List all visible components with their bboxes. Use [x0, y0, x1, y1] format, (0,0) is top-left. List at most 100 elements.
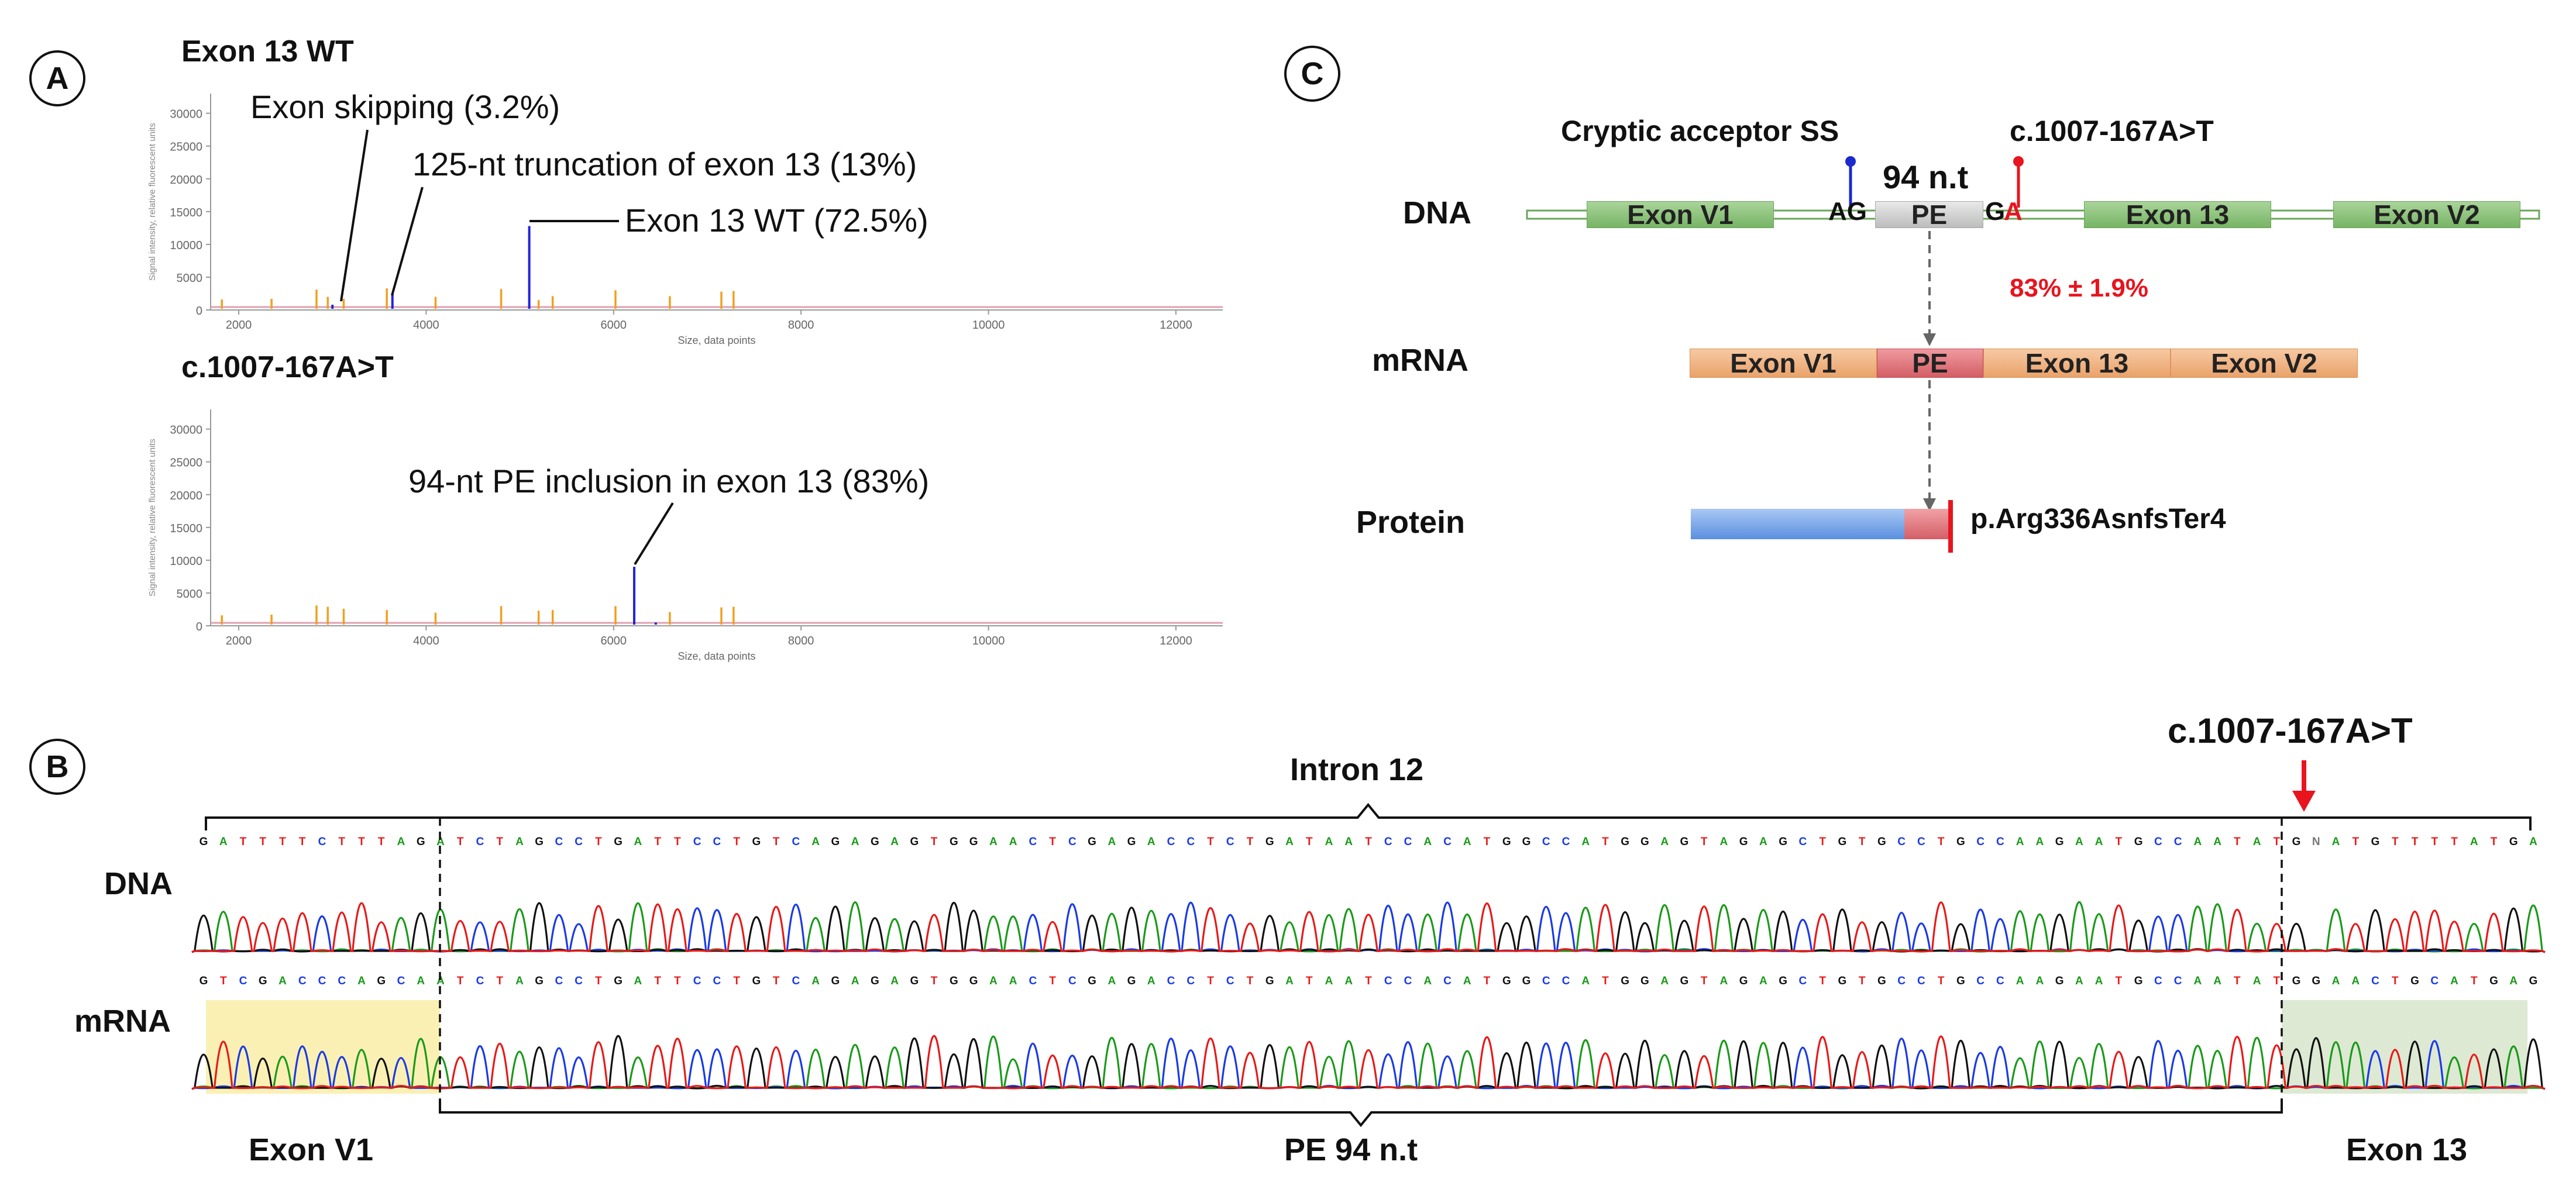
dna-base-letter: A: [2095, 836, 2103, 848]
mrna-base-letter: T: [1938, 975, 1945, 987]
mrna-base-letter: G: [831, 975, 840, 987]
mrna-base-letter: A: [2351, 975, 2360, 987]
mrna-base-letter: A: [417, 975, 425, 987]
mrna-base-letter: C: [713, 975, 721, 987]
dna-backbone: [1526, 209, 2540, 220]
mrna-base-letter: C: [1186, 975, 1195, 987]
dna-base-letter: T: [338, 836, 345, 848]
dna-base-letter: G: [417, 836, 425, 848]
dna-base-letter: T: [1938, 836, 1945, 848]
dna-base-letter: G: [1779, 836, 1787, 848]
dna-base-letter: T: [2491, 836, 2498, 848]
x-axis-label: Size, data points: [677, 335, 755, 346]
cryptic-ss-head: [1845, 156, 1856, 167]
mrna-base-letter: G: [1265, 975, 1274, 987]
mrna-base-letter: T: [220, 975, 227, 987]
mrna-base-letter: G: [2312, 975, 2320, 987]
mrna-base-letter: G: [1621, 975, 1629, 987]
dna-base-letter: C: [713, 836, 721, 848]
y-tick-label: 5000: [177, 588, 203, 601]
mrna-base-letter: A: [1463, 975, 1471, 987]
dna-base-letter: A: [1463, 836, 1471, 848]
x-tick-label: 2000: [226, 319, 252, 332]
dna-base-letter: A: [1581, 836, 1590, 848]
mrna-base-letter: T: [2274, 975, 2281, 987]
dna-base-letter: A: [397, 836, 405, 848]
mrna-base-letter: G: [2410, 975, 2419, 987]
dna-base-letter: T: [2431, 836, 2438, 848]
mrna-base-letter: C: [1799, 975, 1807, 987]
dna-base-letter: G: [1680, 836, 1689, 848]
dna-base-letter: T: [1602, 836, 1609, 848]
protein-normal-segment: [1691, 509, 1904, 539]
mrna-base-letter: C: [2174, 975, 2182, 987]
dna-base-letter: G: [535, 836, 544, 848]
mrna-base-letter: A: [989, 975, 998, 987]
mrna-pe-block: PE: [1877, 348, 1983, 378]
x-axis-label: Size, data points: [677, 650, 755, 662]
y-axis-label: Signal intensity, relative fluorescent u…: [147, 439, 157, 597]
dna-base-letter: A: [1423, 836, 1432, 848]
mrna-base-letter: C: [693, 975, 701, 987]
mrna-exon-v2: Exon V2: [2171, 348, 2358, 378]
dna-base-letter: T: [299, 836, 306, 848]
dna-base-letter: T: [654, 836, 661, 848]
mrna-base-letter: A: [436, 975, 445, 987]
dna-base-letter: T: [1207, 836, 1214, 848]
mrna-base-letter: T: [1484, 975, 1491, 987]
y-tick-label: 10000: [170, 239, 202, 252]
variant-head: [2013, 156, 2024, 167]
x-tick-label: 6000: [601, 319, 627, 332]
mrna-base-letter: T: [733, 975, 740, 987]
dna-base-letter: A: [2035, 836, 2044, 848]
mrna-base-letter: T: [931, 975, 938, 987]
dna-base-letter: G: [910, 836, 919, 848]
mrna-base-letter: C: [2430, 975, 2439, 987]
dna-base-letter: T: [2392, 836, 2399, 848]
mrna-base-letter: T: [1207, 975, 1214, 987]
dna-base-letter: G: [2509, 836, 2518, 848]
dna-base-letter: N: [2312, 836, 2320, 848]
y-tick-label: 15000: [170, 522, 202, 535]
x-tick-label: 10000: [972, 319, 1005, 332]
mrna-base-letter: T: [496, 975, 503, 987]
mrna-base-letter: T: [2392, 975, 2399, 987]
y-tick-label: 15000: [170, 206, 202, 219]
anno-truncation: 125-nt truncation of exon 13 (13%): [412, 146, 917, 182]
y-tick-label: 20000: [170, 174, 202, 187]
mrna-base-letter: G: [1739, 975, 1748, 987]
dna-base-letter: A: [1759, 836, 1767, 848]
mrna-base-letter: C: [792, 975, 800, 987]
dna-base-letter: C: [1976, 836, 1985, 848]
dna-base-letter: G: [2055, 836, 2064, 848]
protein-frameshift-segment: [1904, 509, 1948, 539]
mrna-base-letter: A: [1009, 975, 1017, 987]
mrna-base-letter: G: [1088, 975, 1096, 987]
y-tick-label: 10000: [170, 555, 202, 568]
x-tick-label: 10000: [972, 635, 1005, 647]
mrna-row-label: mRNA: [1372, 343, 1469, 378]
mrna-base-letter: A: [851, 975, 859, 987]
dna-base-letter: T: [773, 836, 780, 848]
dna-base-letter: T: [457, 836, 464, 848]
dna-base-letter: C: [1799, 836, 1807, 848]
dna-base-letter: G: [1877, 836, 1886, 848]
dna-base-letter: A: [634, 836, 642, 848]
mrna-base-letter: C: [397, 975, 405, 987]
mrna-base-letter: C: [2371, 975, 2379, 987]
mrna-base-letter: A: [2075, 975, 2083, 987]
dna-base-letter: A: [1009, 836, 1017, 848]
dna-base-letter: C: [1068, 836, 1077, 848]
mrna-base-letter: A: [1660, 975, 1669, 987]
pe-94-bracket: [439, 1100, 2283, 1128]
dna-base-letter: C: [476, 836, 484, 848]
y-tick-label: 0: [196, 305, 202, 318]
dna-base-letter: T: [2352, 836, 2359, 848]
dna-base-letter: G: [200, 836, 208, 848]
dna-base-letter: G: [2134, 836, 2143, 848]
dna-base-letter: A: [1147, 836, 1155, 848]
mrna-base-letter: C: [1226, 975, 1234, 987]
mrna-base-letter: G: [614, 975, 622, 987]
dna-base-letter: C: [2154, 836, 2162, 848]
